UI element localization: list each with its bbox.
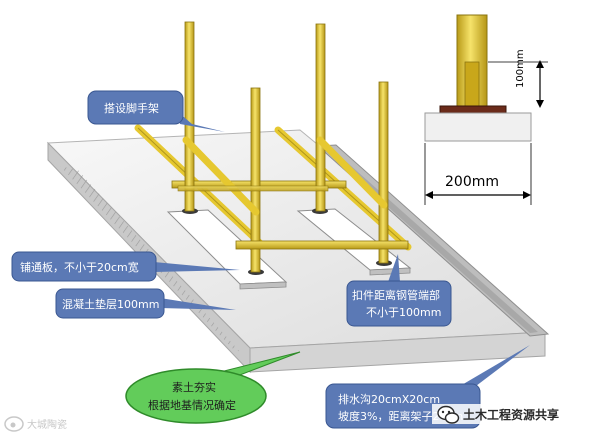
ledger-mid: [177, 185, 329, 192]
dim-width-arrow-left: [425, 191, 433, 199]
callout-concrete-text: 混凝土垫层100mm: [62, 297, 159, 311]
callout-plank: [11, 251, 157, 282]
watermark-left: 大城陶瓷: [27, 418, 67, 431]
weibo-icon: [4, 416, 24, 432]
callout-drain-text-1: 排水沟20cmX20cm: [338, 392, 440, 406]
callout-scaffold: [87, 90, 184, 125]
dim-width-label: 200mm: [445, 174, 499, 190]
detail-ground-block: [424, 112, 532, 142]
watermark-right-bg: [432, 404, 582, 424]
brace-3: [182, 136, 260, 216]
pole-4: [378, 81, 389, 264]
callout-soil-text-1: 素土夯实: [172, 380, 216, 394]
dim-height-label: 100mm: [515, 49, 526, 88]
callout-fastener-text-1: 扣件距离钢管端部: [352, 288, 440, 302]
callout-fastener-text-2: 不小于100mm: [366, 306, 441, 319]
plank-left-edge: [239, 281, 287, 290]
pole-2: [315, 23, 326, 212]
callout-drain-pointer: [460, 345, 530, 386]
callout-soil-text-2: 根据地基情况确定: [148, 398, 236, 412]
callout-scaffold-pointer: [178, 112, 225, 132]
callout-fastener: [346, 280, 452, 327]
callout-plank-pointer: [154, 262, 240, 272]
pole-3: [250, 87, 261, 273]
callout-concrete-pointer: [160, 298, 236, 310]
pole-1: [184, 21, 195, 212]
callout-soil: [125, 368, 267, 424]
dim-width-arrow-right: [523, 191, 531, 199]
detail-base-plate: [439, 105, 507, 114]
watermark-right: 土木工程资源共享: [463, 407, 559, 422]
dim-height-arrow-bottom: [536, 100, 544, 108]
brace-4: [316, 136, 388, 209]
callout-concrete: [55, 288, 165, 319]
callout-drain-text-2: 坡度3%，距离架子20cm: [338, 409, 463, 423]
callout-scaffold-text: 搭设脚手架: [104, 101, 159, 115]
callout-plank-text: 铺通板，不小于20cm宽: [20, 260, 139, 274]
detail-pole-inner: [464, 61, 480, 107]
wechat-icon: [437, 405, 460, 424]
callout-fastener-pointer: [388, 254, 400, 282]
ledger-front: [235, 240, 409, 250]
dim-height-arrow-top: [536, 60, 544, 68]
